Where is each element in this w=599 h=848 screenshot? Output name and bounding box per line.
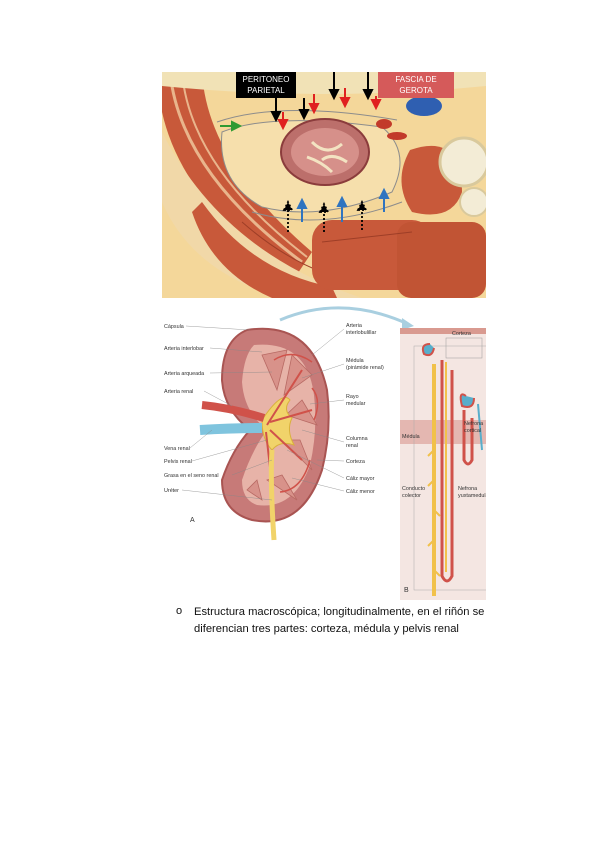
caption-line-2: diferencian tres partes: corteza, médula… [194, 623, 459, 635]
label-arteria-arqueada: Arteria arqueada [164, 371, 204, 377]
caption-text: Estructura macroscópica; longitudinalmen… [194, 604, 494, 638]
label-pelvis-renal: Pelvis renal [164, 459, 192, 465]
panel-a-label: A [190, 517, 195, 524]
label-arteria-interlob-1: Arteria [346, 323, 362, 329]
label-medula-1: Médula [346, 358, 364, 364]
panel-b-label: B [404, 587, 409, 594]
label-ureter: Uréter [164, 488, 179, 494]
label-medula-2: (pirámide renal) [346, 365, 384, 371]
label-nefrona-cortical-2: cortical [464, 428, 481, 434]
green-arrow [220, 120, 243, 132]
black-arrows [270, 72, 374, 123]
label-conducto-2: colector [402, 493, 421, 499]
label-nefrona-yux-1: Nefrona [458, 486, 477, 492]
label-conducto-1: Conducto [402, 486, 425, 492]
peritoneo-label-line2: PARIETAL [247, 86, 285, 95]
blue-arrows [296, 187, 390, 222]
label-capsula: Cápsula [164, 324, 184, 330]
label-vena-renal: Vena renal [164, 446, 190, 452]
label-rayo-2: medular [346, 401, 366, 407]
nephron-diagram [400, 328, 486, 600]
label-corteza: Corteza [346, 459, 365, 465]
label-rayo-1: Rayo [346, 394, 359, 400]
fascia-label-line2: GEROTA [399, 86, 433, 95]
label-columna-2: renal [346, 443, 358, 449]
label-caliz-mayor: Cáliz mayor [346, 476, 375, 482]
red-arrows [277, 88, 382, 131]
label-medula-b: Médula [402, 434, 420, 440]
retroperitoneum-cross-section-figure: PERITONEO PARIETAL FASCIA DE GEROTA [162, 72, 486, 298]
label-grasa-seno-renal: Grasa en el seno renal [164, 473, 219, 479]
fascia-label-line1: FASCIA DE [395, 75, 436, 84]
dotted-black-arrows [282, 199, 368, 232]
peritoneo-label-line1: PERITONEO [243, 75, 290, 84]
label-columna-1: Columna [346, 436, 368, 442]
kidney-illustration [199, 327, 330, 541]
bullet-marker: o [176, 605, 183, 617]
label-corteza-b: Corteza [452, 331, 471, 337]
label-arteria-renal: Arteria renal [164, 389, 193, 395]
label-arteria-interlobar: Arteria interlobar [164, 346, 204, 352]
label-caliz-menor: Cáliz menor [346, 489, 375, 495]
kidney-structure-figure: Cápsula Arteria interlobar Arteria arque… [162, 300, 486, 600]
right-labels: Arteria interlobulillar Médula (pirámide… [286, 323, 384, 495]
left-labels: Cápsula Arteria interlobar Arteria arque… [164, 324, 273, 501]
caption-line-1: Estructura macroscópica; longitudinalmen… [194, 606, 485, 618]
label-arteria-interlob-2: interlobulillar [346, 330, 376, 336]
label-nefrona-cortical-1: Nefrona [464, 421, 483, 427]
label-nefrona-yux-2: yuxtamedular [458, 493, 486, 499]
